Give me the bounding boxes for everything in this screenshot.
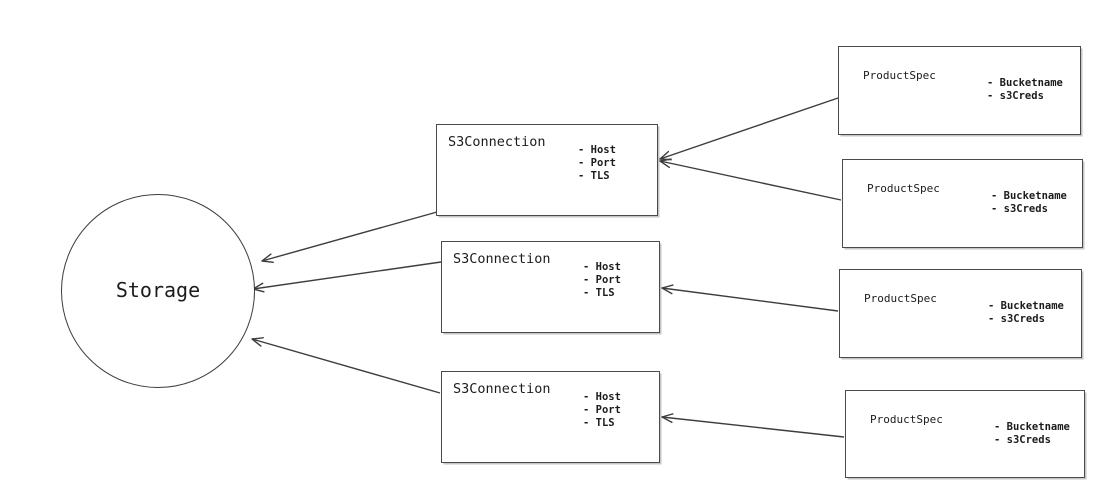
s3connection-1[interactable]: S3Connection - Host- Port- TLS: [436, 124, 658, 216]
productspec-2-attributes: - Bucketname- s3Creds: [991, 190, 1067, 216]
s3connection-1-attributes: - Host- Port- TLS: [578, 144, 616, 183]
productspec-2-attribute-2: - s3Creds: [991, 203, 1048, 215]
productspec-1-title: ProductSpec: [863, 69, 936, 82]
productspec-1-attribute-2: - s3Creds: [987, 90, 1044, 102]
s3connection-2-attributes: - Host- Port- TLS: [583, 261, 621, 300]
s3connection-3[interactable]: S3Connection - Host- Port- TLS: [441, 371, 660, 463]
s3connection-3-attribute-3: - TLS: [583, 417, 615, 429]
s3connection-1-title: S3Connection: [448, 134, 546, 150]
s3connection-2-attribute-1: - Host: [583, 261, 621, 273]
productspec-4[interactable]: ProductSpec - Bucketname- s3Creds: [845, 390, 1085, 478]
s3connection-1-attribute-1: - Host: [578, 144, 616, 156]
productspec-1-attributes: - Bucketname- s3Creds: [987, 77, 1063, 103]
s3connection-1-attribute-3: - TLS: [578, 170, 610, 182]
productspec-3-attribute-1: - Bucketname: [988, 300, 1064, 312]
productspec-3-title: ProductSpec: [864, 292, 937, 305]
productspec-4-attribute-2: - s3Creds: [994, 434, 1051, 446]
productspec-1-attribute-1: - Bucketname: [987, 77, 1063, 89]
s3connection-3-attributes: - Host- Port- TLS: [583, 391, 621, 430]
edge-spec2-s3conn1: [660, 161, 842, 201]
storage-node[interactable]: [61, 194, 255, 388]
s3connection-2-title: S3Connection: [453, 251, 551, 267]
productspec-1[interactable]: ProductSpec - Bucketname- s3Creds: [838, 46, 1081, 135]
edge-spec4-s3conn3: [662, 417, 845, 438]
productspec-2-attribute-1: - Bucketname: [991, 190, 1067, 202]
storage-label: Storage: [115, 278, 201, 302]
edge-spec1-s3conn1: [660, 97, 839, 159]
s3connection-3-attribute-1: - Host: [583, 391, 621, 403]
productspec-4-title: ProductSpec: [870, 413, 943, 426]
productspec-3-attribute-2: - s3Creds: [988, 313, 1045, 325]
productspec-2[interactable]: ProductSpec - Bucketname- s3Creds: [842, 159, 1083, 248]
productspec-3-attributes: - Bucketname- s3Creds: [988, 300, 1064, 326]
productspec-3[interactable]: ProductSpec - Bucketname- s3Creds: [839, 269, 1082, 358]
edge-spec3-s3conn2: [662, 288, 839, 312]
s3connection-1-attribute-2: - Port: [578, 157, 616, 169]
edge-s3conn3-storage: [252, 339, 441, 394]
s3connection-3-attribute-2: - Port: [583, 404, 621, 416]
productspec-4-attributes: - Bucketname- s3Creds: [994, 421, 1070, 447]
productspec-2-title: ProductSpec: [867, 182, 940, 195]
s3connection-2[interactable]: S3Connection - Host- Port- TLS: [441, 241, 660, 333]
s3connection-2-attribute-2: - Port: [583, 274, 621, 286]
s3connection-3-title: S3Connection: [453, 381, 551, 397]
edge-s3conn1-storage: [262, 211, 438, 261]
edge-s3conn2-storage: [253, 261, 442, 289]
s3connection-2-attribute-3: - TLS: [583, 287, 615, 299]
productspec-4-attribute-1: - Bucketname: [994, 421, 1070, 433]
